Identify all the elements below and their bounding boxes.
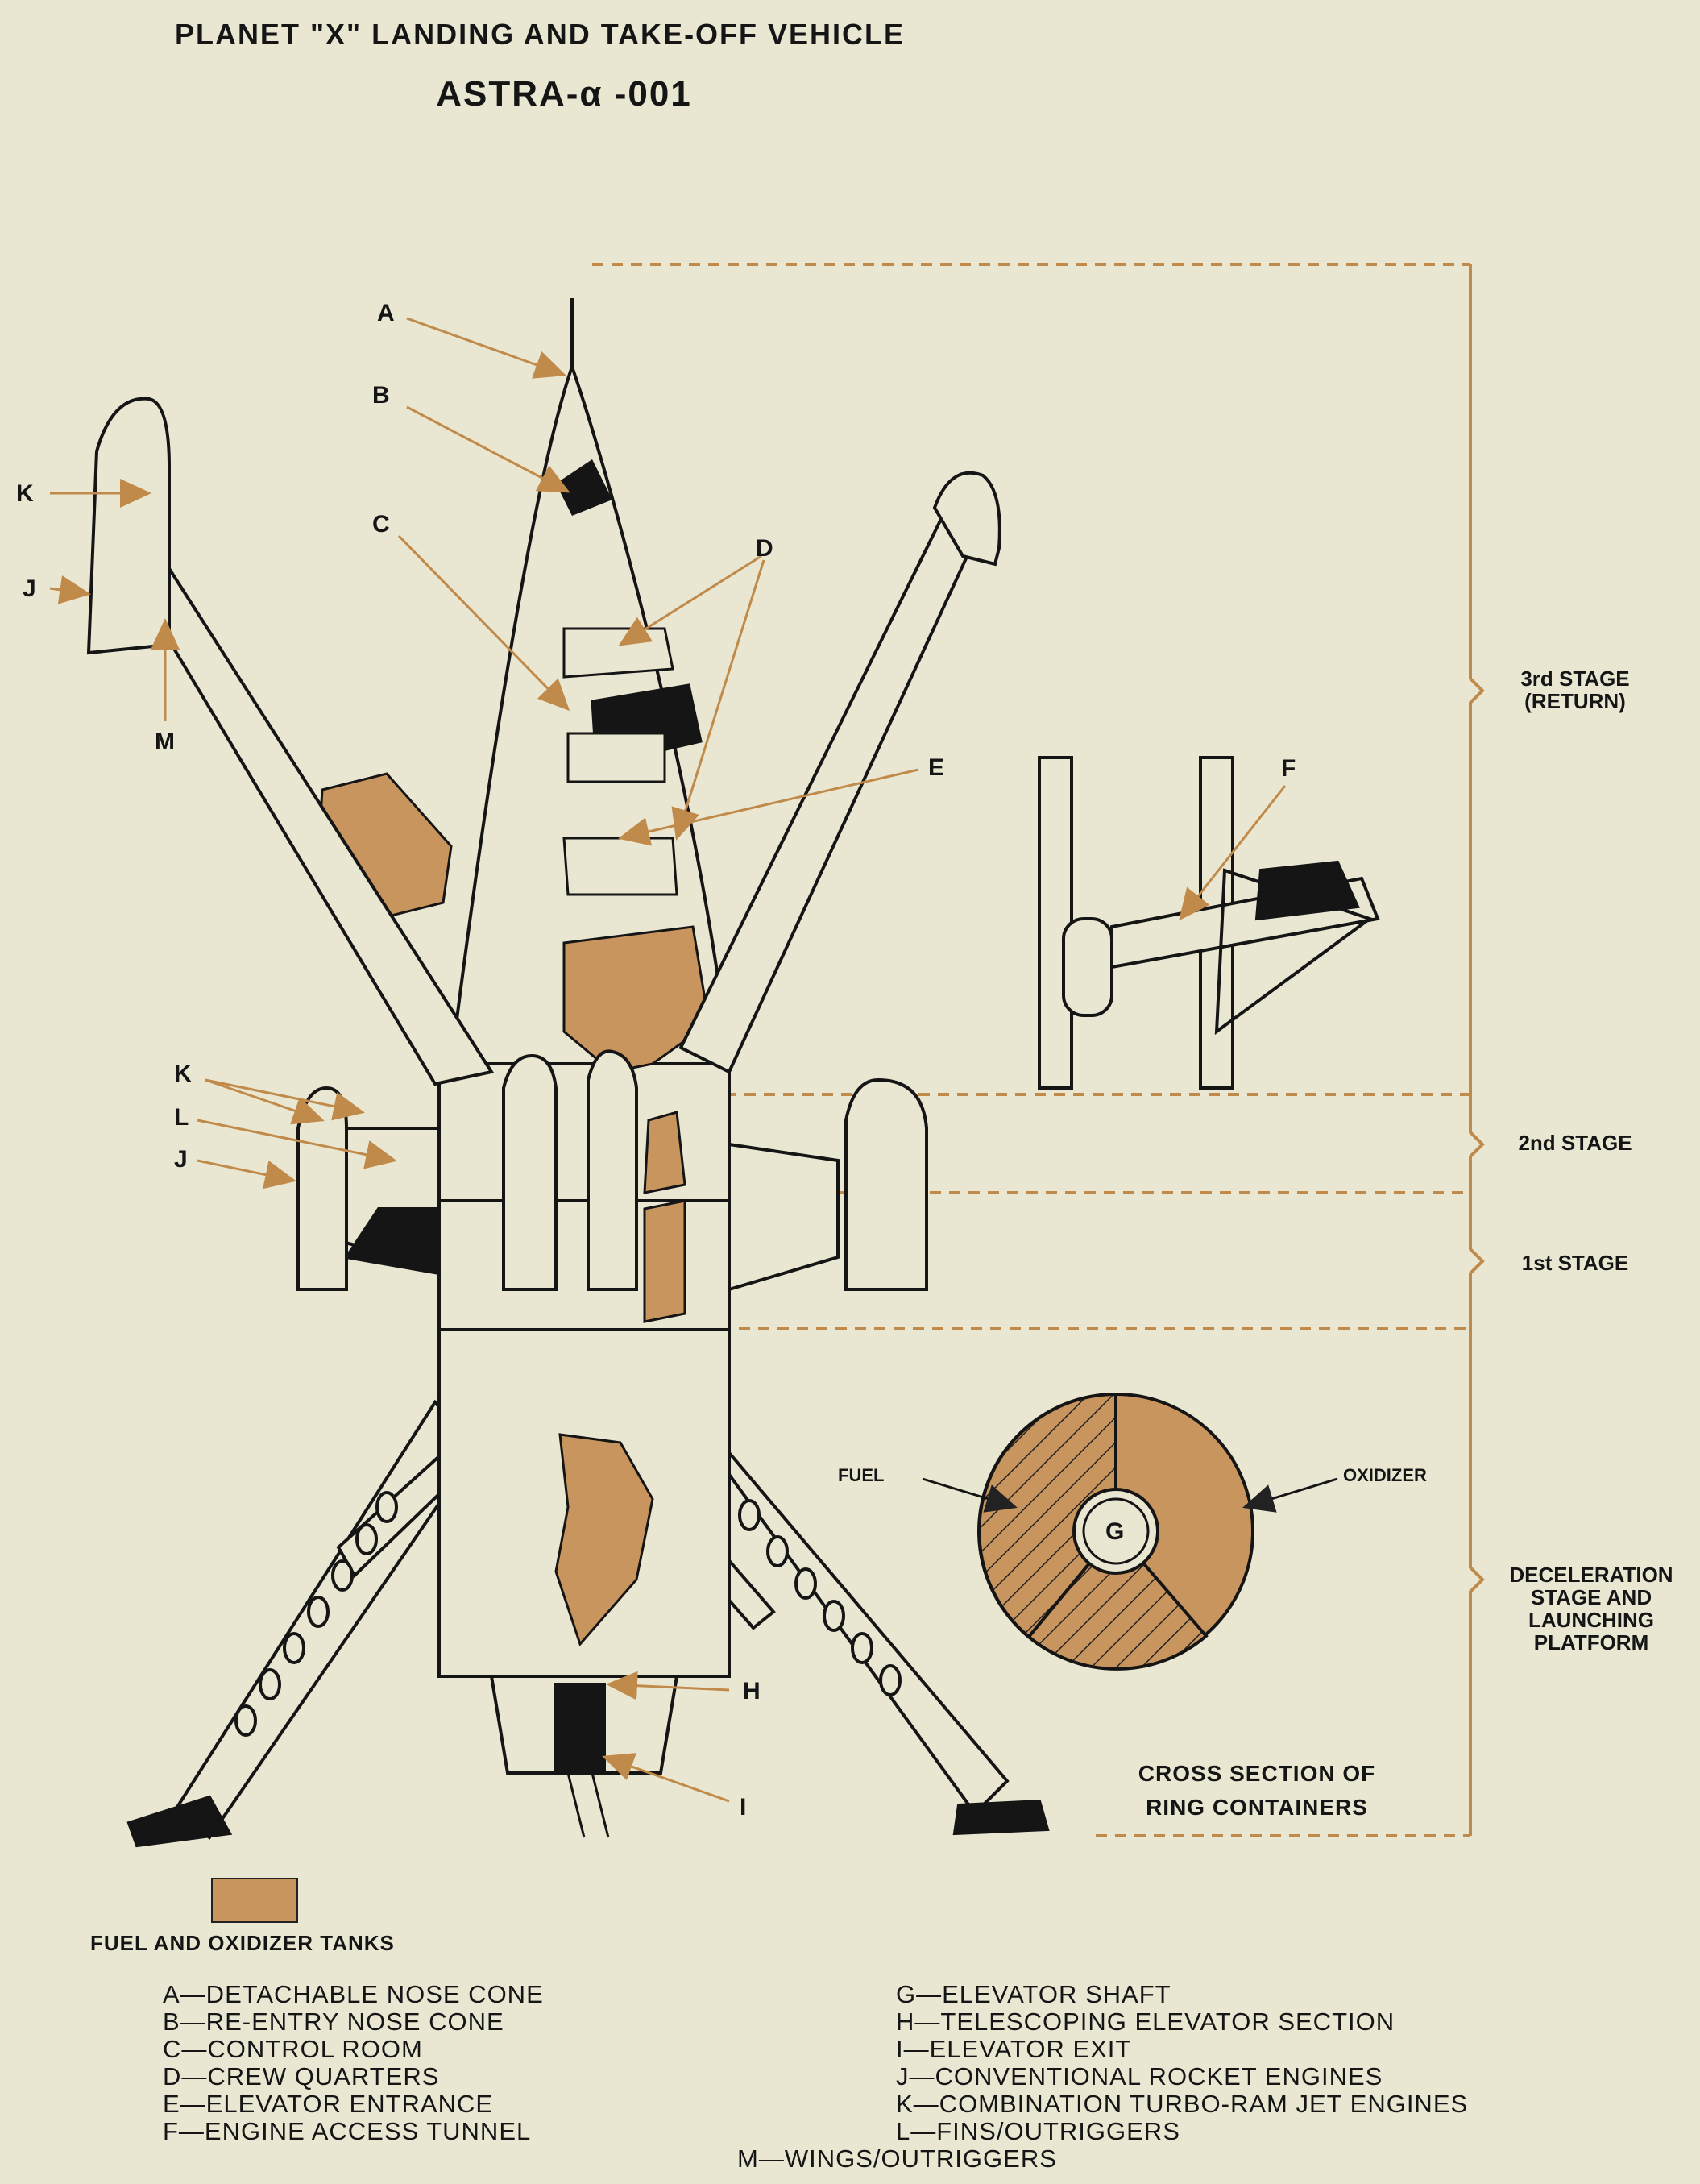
arrow-D2 [671, 559, 765, 841]
legend-right: G—ELEVATOR SHAFT H—TELESCOPING ELEVATOR … [896, 1981, 1468, 2145]
legend-item-J: J—CONVENTIONAL ROCKET ENGINES [896, 2062, 1383, 2091]
upper-left-engine [86, 397, 171, 655]
legend-item-I: I—ELEVATOR EXIT [896, 2035, 1132, 2063]
callout-K-bottom: K [174, 1061, 192, 1087]
callout-E: E [928, 754, 944, 781]
legend-item-C: C—CONTROL ROOM [163, 2035, 423, 2063]
callout-D: D [756, 535, 773, 562]
stage-label-deceleration-line-3: LAUNCHING [1528, 1608, 1654, 1632]
legend-item-G: G—ELEVATOR SHAFT [896, 1980, 1171, 2008]
swatch-label: FUEL AND OXIDIZER TANKS [90, 1931, 395, 1955]
control-room-cutaway [562, 627, 703, 896]
cross-section-title-line-2: RING CONTAINERS [1146, 1795, 1368, 1820]
mid-left-engine-2 [587, 1049, 638, 1291]
stage-label-1st: 1st STAGE [1521, 1251, 1629, 1275]
lower-right-engine [844, 1077, 928, 1291]
cross-section-title-line-1: CROSS SECTION OF [1138, 1761, 1376, 1786]
fuel-tanks [317, 772, 711, 1646]
vehicle-name: ASTRA-α -001 [436, 74, 692, 114]
legend-item-H: H—TELESCOPING ELEVATOR SECTION [896, 2008, 1395, 2036]
fuel-label: FUEL [838, 1465, 884, 1485]
arrow-H [606, 1671, 730, 1700]
legend-item-D: D—CREW QUARTERS [163, 2062, 440, 2091]
stage-label-3rd-line-1: 3rd STAGE [1520, 666, 1630, 691]
right-wing [678, 513, 973, 1074]
cross-section-title: CROSS SECTION OF RING CONTAINERS [1112, 1757, 1402, 1825]
stage-label-3rd: 3rd STAGE (RETURN) [1495, 667, 1656, 712]
engine-access-tunnel-detail [1038, 756, 1380, 1090]
callout-C: C [372, 511, 390, 538]
stage-label-deceleration-line-4: PLATFORM [1533, 1630, 1649, 1655]
stage-label-deceleration-line-1: DECELERATION [1509, 1563, 1673, 1587]
lower-right-fin [728, 1142, 840, 1292]
callout-G: G [1105, 1518, 1124, 1545]
legend-item-E: E—ELEVATOR ENTRANCE [163, 2090, 494, 2118]
callout-letters: A B C D E F K J M K L J H I G [16, 300, 1296, 1821]
re-entry-cone-cutaway [556, 459, 612, 516]
legend-item-B: B—RE-ENTRY NOSE CONE [163, 2008, 504, 2036]
legend-item-M: M—WINGS/OUTRIGGERS [737, 2145, 1057, 2173]
engines [86, 397, 1001, 1291]
left-foot [126, 1795, 233, 1848]
oxidizer-label: OXIDIZER [1343, 1465, 1427, 1485]
legend-item-L: L—FINS/OUTRIGGERS [896, 2117, 1180, 2145]
arrow-J2 [197, 1159, 296, 1190]
left-wing [131, 553, 495, 1086]
arrow-J1 [49, 575, 91, 604]
stage-brace [1469, 264, 1485, 1836]
leg-holes [234, 1491, 902, 1737]
wings [131, 513, 973, 1292]
legend-item-A: A—DETACHABLE NOSE CONE [163, 1980, 544, 2008]
arrow-C [397, 534, 570, 712]
legend-item-F: F—ENGINE ACCESS TUNNEL [163, 2117, 532, 2145]
stage-label-2nd: 2nd STAGE [1518, 1131, 1632, 1155]
arrow-A [406, 317, 566, 379]
arrow-E [618, 768, 919, 846]
upper-right-engine [932, 471, 1001, 567]
stage-label-deceleration-line-2: STAGE AND [1530, 1585, 1652, 1609]
callout-B: B [372, 382, 390, 409]
elevator-housing [554, 1683, 606, 1775]
arrow-K3 [205, 1078, 365, 1121]
stage-label-3rd-line-2: (RETURN) [1524, 689, 1626, 713]
callout-K-top: K [16, 480, 34, 507]
callout-A: A [377, 300, 395, 326]
callout-F: F [1281, 755, 1296, 782]
arrow-fuel [922, 1477, 1018, 1513]
arrow-L [197, 1119, 397, 1169]
legend-item-K: K—COMBINATION TURBO-RAM JET ENGINES [896, 2090, 1469, 2118]
second-stage-tank [643, 1111, 686, 1194]
deceleration-tank [554, 1433, 654, 1646]
arrow-oxidizer [1242, 1477, 1338, 1513]
first-stage-tank [643, 1199, 686, 1323]
callout-L: L [174, 1104, 189, 1131]
callout-I: I [740, 1794, 746, 1821]
stage-brackets [592, 263, 1470, 1837]
right-foot [952, 1799, 1050, 1836]
arrow-D1 [618, 554, 762, 646]
cross-section-arrows [922, 1477, 1338, 1513]
page-title: PLANET "X" LANDING AND TAKE-OFF VEHICLE [174, 18, 906, 51]
stage-label-deceleration: DECELERATION STAGE AND LAUNCHING PLATFOR… [1499, 1563, 1684, 1654]
mid-left-engine-1 [502, 1053, 558, 1291]
callout-H: H [743, 1678, 761, 1704]
tank-color-swatch [211, 1878, 298, 1923]
third-stage-tank [562, 925, 711, 1073]
arrow-F [1179, 785, 1287, 921]
arrow-I [602, 1753, 730, 1803]
arrow-B [406, 405, 570, 493]
elevator-ladder [566, 1772, 610, 1838]
ring-container-cross-section [977, 1392, 1254, 1671]
callout-J-top: J [23, 575, 36, 602]
fuel-sector-lower [1026, 1528, 1209, 1671]
lower-left-fin-dark [343, 1207, 441, 1276]
arrow-K2 [205, 1078, 325, 1125]
callout-J-bottom: J [174, 1146, 188, 1173]
lower-left-engine [296, 1086, 348, 1291]
callout-M: M [155, 729, 175, 755]
legend-left: A—DETACHABLE NOSE CONE B—RE-ENTRY NOSE C… [163, 1981, 544, 2145]
callout-arrows [49, 317, 1287, 1803]
